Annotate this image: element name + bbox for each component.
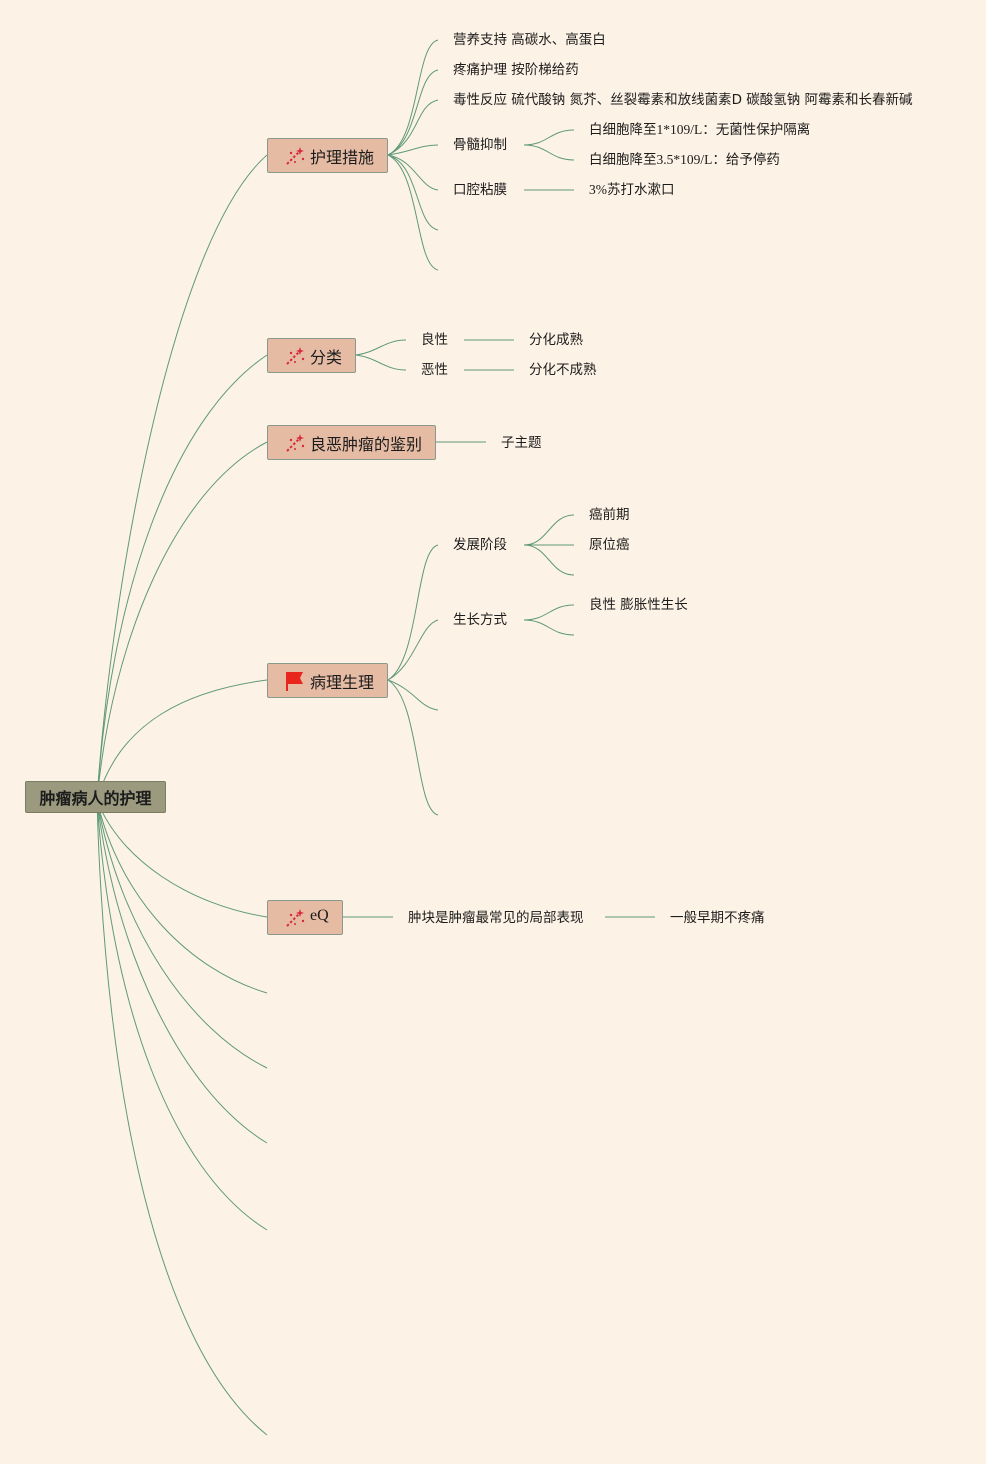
connector-root-empty-1 bbox=[96, 799, 268, 994]
topic-differentiation[interactable]: 良恶肿瘤的鉴别 bbox=[267, 425, 436, 460]
patho-growth[interactable]: 生长方式 bbox=[453, 612, 507, 628]
class-benign[interactable]: 良性 bbox=[421, 332, 448, 348]
sparkle-icon bbox=[286, 346, 305, 365]
diff-subtopic[interactable]: 子主题 bbox=[501, 435, 542, 451]
topic-eq[interactable]: eQ bbox=[267, 900, 343, 935]
connector-growth-a bbox=[523, 604, 575, 621]
connector-class-malignant bbox=[355, 354, 407, 371]
connector-marrow-a bbox=[523, 129, 575, 146]
connector-patho-empty-2 bbox=[387, 679, 439, 816]
topic-care[interactable]: 护理措施 bbox=[267, 138, 388, 173]
connector-root-pathophysiology bbox=[96, 679, 268, 801]
topic-pathophysiology-label: 病理生理 bbox=[310, 672, 375, 692]
topic-care-label: 护理措施 bbox=[310, 147, 375, 167]
connector-stage-c bbox=[523, 544, 575, 576]
patho-stage-b[interactable]: 原位癌 bbox=[589, 537, 630, 553]
connector-care-pain bbox=[387, 69, 439, 156]
patho-stage-a[interactable]: 癌前期 bbox=[589, 507, 630, 523]
connector-marrow-b bbox=[523, 144, 575, 161]
connector-care-empty-2 bbox=[387, 154, 439, 271]
root-topic-label: 肿瘤病人的护理 bbox=[39, 789, 152, 808]
topic-classification-label: 分类 bbox=[310, 347, 343, 367]
care-marrow-b[interactable]: 白细胞降至3.5*109/L：给予停药 bbox=[589, 152, 780, 167]
connector-stage-a bbox=[523, 514, 575, 546]
connector-care-marrow bbox=[387, 144, 439, 156]
connector-root-differentiation bbox=[96, 441, 268, 801]
care-pain[interactable]: 疼痛护理 按阶梯给药 bbox=[453, 62, 579, 78]
care-marrow-a[interactable]: 白细胞降至1*109/L：无菌性保护隔离 bbox=[589, 122, 811, 137]
topic-pathophysiology[interactable]: 病理生理 bbox=[267, 663, 388, 698]
class-malignant-a[interactable]: 分化不成熟 bbox=[529, 362, 597, 378]
topic-differentiation-label: 良恶肿瘤的鉴别 bbox=[310, 434, 423, 454]
connector-root-empty-2 bbox=[96, 799, 268, 1069]
care-oral[interactable]: 口腔粘膜 bbox=[453, 182, 507, 198]
care-nutrition[interactable]: 营养支持 高碳水、高蛋白 bbox=[453, 32, 606, 48]
patho-stage[interactable]: 发展阶段 bbox=[453, 537, 507, 553]
flag-icon bbox=[286, 671, 303, 691]
connector-patho-stage bbox=[387, 544, 439, 681]
connector-growth-b bbox=[523, 619, 575, 636]
connector-care-nutrition bbox=[387, 39, 439, 156]
topic-eq-label: eQ bbox=[310, 906, 329, 924]
care-marrow[interactable]: 骨髓抑制 bbox=[453, 137, 507, 153]
eq-lump-a[interactable]: 一般早期不疼痛 bbox=[670, 910, 765, 926]
connector-care-toxicity bbox=[387, 99, 439, 156]
class-malignant[interactable]: 恶性 bbox=[421, 362, 448, 378]
connector-root-empty-4 bbox=[96, 799, 268, 1231]
eq-lump[interactable]: 肿块是肿瘤最常见的局部表现 bbox=[408, 910, 584, 926]
patho-growth-a[interactable]: 良性 膨胀性生长 bbox=[589, 597, 688, 613]
connector-patho-empty-1 bbox=[387, 679, 439, 711]
care-toxicity[interactable]: 毒性反应 硫代酸钠 氮芥、丝裂霉素和放线菌素D 碳酸氢钠 阿霉素和长春新碱 bbox=[453, 92, 913, 108]
connector-care-oral bbox=[387, 154, 439, 191]
topic-classification[interactable]: 分类 bbox=[267, 338, 356, 373]
connector-root-empty-5 bbox=[96, 799, 268, 1436]
connector-class-benign bbox=[355, 339, 407, 356]
connector-root-classification bbox=[96, 354, 268, 801]
connector-root-empty-3 bbox=[96, 799, 268, 1144]
connector-root-eq bbox=[96, 799, 268, 918]
root-topic[interactable]: 肿瘤病人的护理 bbox=[25, 781, 166, 813]
care-oral-a[interactable]: 3%苏打水漱口 bbox=[589, 182, 675, 197]
sparkle-icon bbox=[286, 433, 305, 452]
sparkle-icon bbox=[286, 146, 305, 165]
connector-patho-growth bbox=[387, 619, 439, 681]
connector-care-empty-1 bbox=[387, 154, 439, 231]
sparkle-icon bbox=[286, 908, 305, 927]
connector-root-care bbox=[96, 154, 268, 801]
class-benign-a[interactable]: 分化成熟 bbox=[529, 332, 583, 348]
